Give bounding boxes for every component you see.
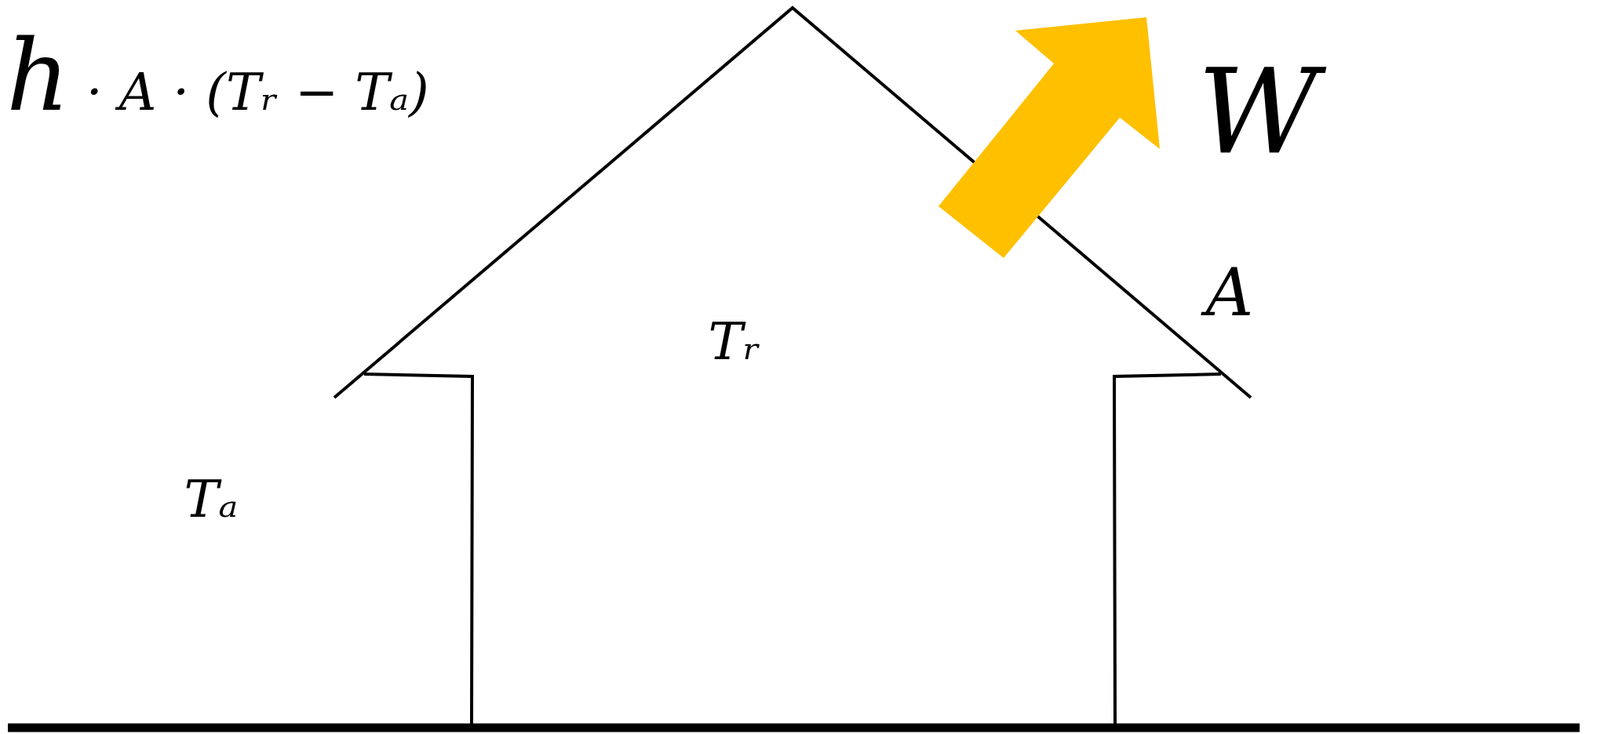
area-symbol: A: [1206, 256, 1254, 329]
heat-loss-formula: h · A · (Tᵣ − Tₐ): [6, 22, 430, 132]
left-wall: [364, 374, 473, 726]
ground-line: [7, 724, 1580, 733]
right-wall: [1114, 374, 1221, 726]
power-symbol: W: [1197, 47, 1319, 178]
heat-arrow: [938, 17, 1160, 259]
roof-line: [334, 7, 1251, 398]
room-temperature: Tᵣ: [708, 313, 762, 372]
ambient-temperature: Tₐ: [184, 471, 239, 529]
